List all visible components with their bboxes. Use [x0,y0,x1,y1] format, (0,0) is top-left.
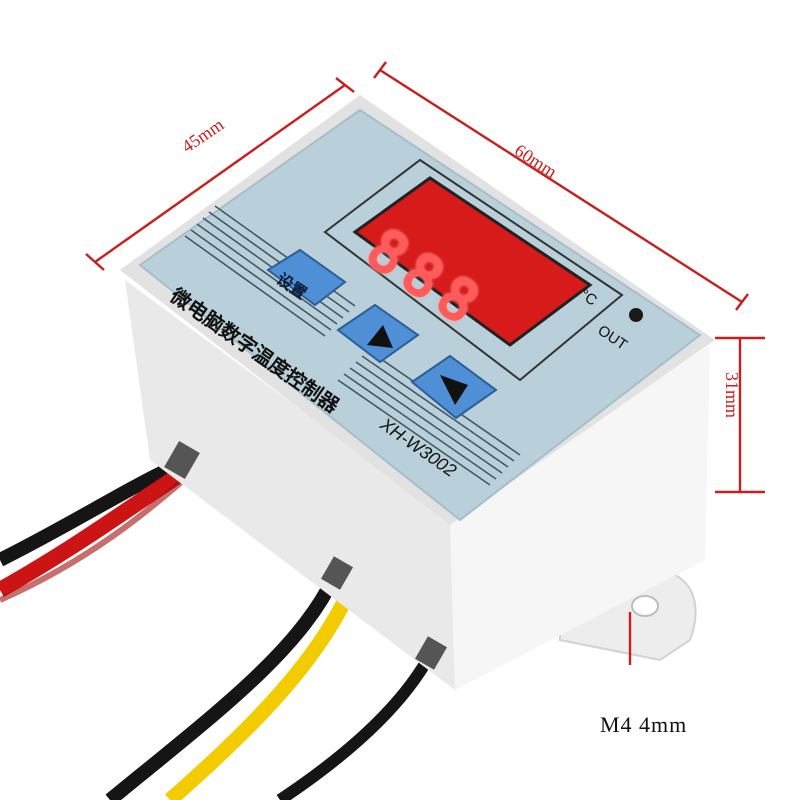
triangle-up-icon [367,325,393,348]
wire-bundle-left [0,453,197,603]
mount-hole-label: M4 4mm [600,712,688,737]
mount-hole-icon [631,595,659,617]
wire-port-bottom-2 [414,636,448,670]
led-indicator-icon [629,308,643,322]
height-dimension-label: 31mm [722,372,742,419]
set-button[interactable] [266,248,347,307]
dimension-lines [85,61,765,665]
triangle-down-icon [440,375,468,405]
wire-bundle-bottom [105,572,436,800]
wire-port-bottom-1 [320,556,354,590]
up-button[interactable] [336,303,420,364]
wire-port-left [164,441,200,479]
led-display [352,176,593,347]
down-button[interactable] [410,354,498,420]
